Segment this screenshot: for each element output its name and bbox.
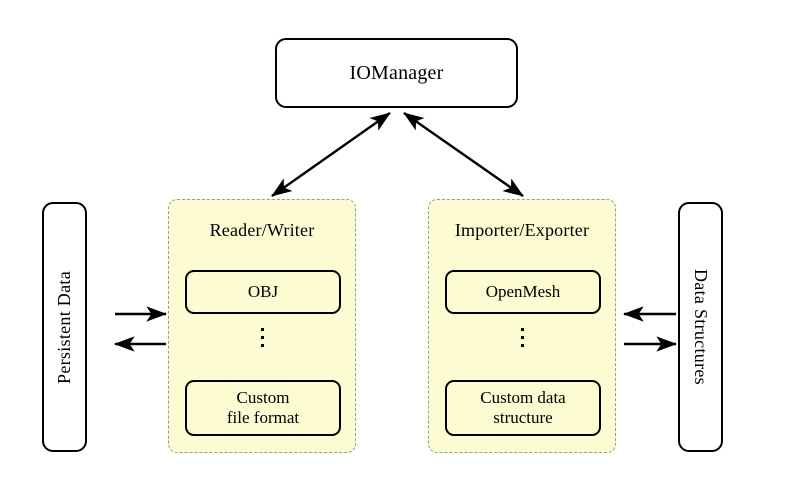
structure-box-openmesh: OpenMesh	[445, 270, 601, 314]
persistent-data-box: Persistent Data	[42, 202, 87, 452]
importer-exporter-panel: Importer/Exporter OpenMesh Custom data s…	[428, 199, 616, 453]
custom-file-format-line1: Custom	[236, 387, 290, 407]
importer-exporter-panel-title: Importer/Exporter	[454, 220, 590, 240]
reader-writer-panel: Reader/Writer OBJ Custom file format	[168, 199, 356, 453]
format-box-obj-label: OBJ	[247, 281, 279, 301]
custom-file-format-line2: file format	[226, 408, 300, 427]
reader-writer-ellipsis	[169, 328, 355, 347]
data-structures-box: Data Structures	[678, 202, 723, 452]
format-box-custom-file-format: Custom file format	[185, 380, 341, 436]
persistent-data-label: Persistent Data	[54, 270, 74, 384]
io-manager-box: IOManager	[275, 38, 518, 108]
format-box-obj: OBJ	[185, 270, 341, 314]
data-structures-label: Data Structures	[691, 269, 711, 385]
format-box-custom-file-format-label: Custom file format	[227, 388, 299, 428]
arrow-manager-reader-writer	[271, 112, 391, 197]
custom-data-structure-line1: Custom data	[480, 387, 566, 407]
reader-writer-panel-title: Reader/Writer	[209, 220, 315, 240]
importer-exporter-ellipsis	[429, 328, 615, 347]
custom-data-structure-line2: structure	[493, 408, 553, 427]
io-manager-label: IOManager	[349, 61, 444, 84]
arrow-manager-importer-exporter	[403, 112, 524, 197]
structure-box-openmesh-label: OpenMesh	[485, 281, 561, 301]
structure-box-custom-data-structure: Custom data structure	[445, 380, 601, 436]
structure-box-custom-data-structure-label: Custom data structure	[480, 388, 565, 428]
